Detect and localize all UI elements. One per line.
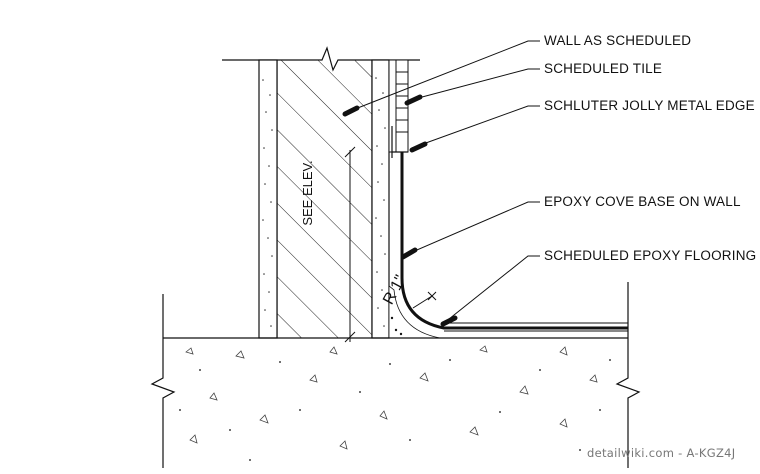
callout-wall-as-scheduled: WALL AS SCHEDULED <box>544 33 692 48</box>
elevation-dimension-line <box>344 146 356 343</box>
callout-scheduled-tile: SCHEDULED TILE <box>544 61 663 76</box>
watermark: detailwiki.com - A-KGZ4J <box>587 446 736 460</box>
gypsum-board-left <box>258 59 278 339</box>
callout-cove-base: EPOXY COVE BASE ON WALL <box>544 194 741 209</box>
wall-tile <box>388 59 409 153</box>
board-stipple <box>262 77 386 327</box>
callout-epoxy-flooring: SCHEDULED EPOXY FLOORING <box>544 248 757 263</box>
leader-ticks <box>342 94 458 327</box>
concrete-aggregate <box>185 345 598 450</box>
callout-metal-edge: SCHLUTER JOLLY METAL EDGE <box>544 98 755 113</box>
leader-lines <box>344 40 540 324</box>
radius-center-mark <box>412 291 437 309</box>
concrete-stipple <box>179 359 611 461</box>
see-elevation-label: SEE ELEV. <box>300 160 315 226</box>
epoxy-cove-base <box>400 152 628 332</box>
wall-core <box>276 60 373 338</box>
concrete-slab <box>150 282 641 468</box>
